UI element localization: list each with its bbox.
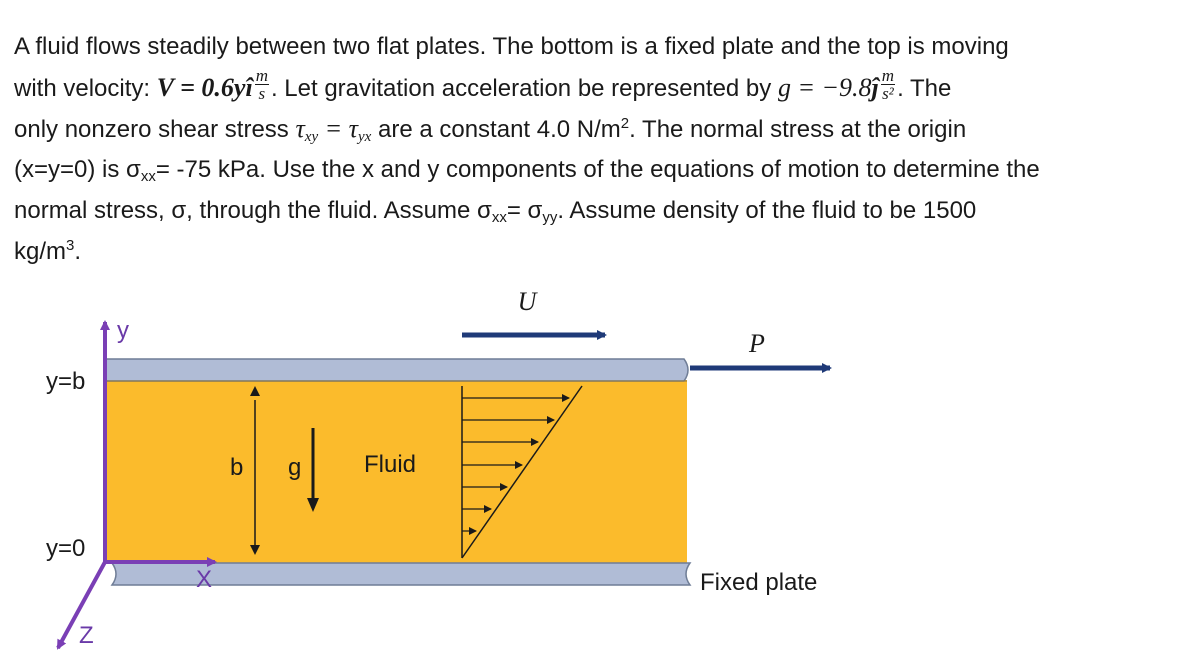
line-text: kg/m [14, 238, 67, 265]
line-text: only nonzero shear stress [14, 116, 296, 143]
problem-line-6: kg/m3. [14, 237, 82, 265]
top-moving-plate [104, 358, 689, 382]
z-axis-arrow [56, 561, 107, 650]
line-text: . Let gravitation acceleration be repres… [270, 75, 778, 102]
fixed-plate-label: Fixed plate [700, 569, 817, 596]
shear-stress-equation: τxy = τyx [295, 114, 372, 145]
line-text: . The [897, 75, 952, 102]
problem-line-4: (x=y=0) is σxx= -75 kPa. Use the x and y… [14, 156, 1040, 185]
b-dimension-arrow-bottom [250, 545, 260, 555]
velocity-equation: V = 0.6yî [156, 73, 253, 102]
problem-line-5: normal stress, σ, through the fluid. Ass… [14, 197, 977, 226]
line-text: . The normal stress at the origin [629, 116, 967, 143]
problem-statement: A fluid flows steadily between two flat … [14, 26, 1174, 272]
b-dimension-arrow-top [250, 386, 260, 396]
g-label: g [288, 454, 301, 481]
y-axis-label: y [117, 317, 129, 344]
line-text: are a constant 4.0 N/m [371, 116, 621, 143]
line-text: with velocity: [14, 75, 157, 102]
y-equals-0-label: y=0 [46, 535, 85, 562]
line-text: = σ [506, 197, 543, 224]
fluid-region [105, 380, 687, 563]
problem-line-1: A fluid flows steadily between two flat … [14, 26, 1174, 67]
y-equals-b-label: y=b [46, 368, 85, 395]
profile-line [461, 385, 583, 559]
line-text: . Assume density of the fluid to be 1500 [557, 197, 977, 224]
line-text: (x=y=0) is σ [14, 156, 141, 183]
line-text: normal stress, σ, through the fluid. Ass… [14, 197, 492, 224]
line-text: . [74, 238, 82, 265]
velocity-profile [461, 385, 583, 559]
u-label: U [518, 287, 539, 316]
line-text: = -75 kPa. Use the x and y components of… [155, 156, 1040, 183]
gravity-arrow-head [307, 498, 319, 512]
p-label: P [748, 329, 765, 358]
gravity-equation: g = −9.8ĵ [777, 73, 879, 102]
fluid-label: Fluid [364, 451, 416, 478]
b-label: b [230, 454, 243, 481]
z-axis-label: Z [79, 622, 94, 649]
problem-line-3: only nonzero shear stress τxy = τyx are … [14, 114, 967, 145]
bottom-fixed-plate [110, 562, 692, 586]
x-axis-label: X [196, 566, 212, 593]
line-text: A fluid flows steadily between two flat … [14, 33, 1009, 60]
